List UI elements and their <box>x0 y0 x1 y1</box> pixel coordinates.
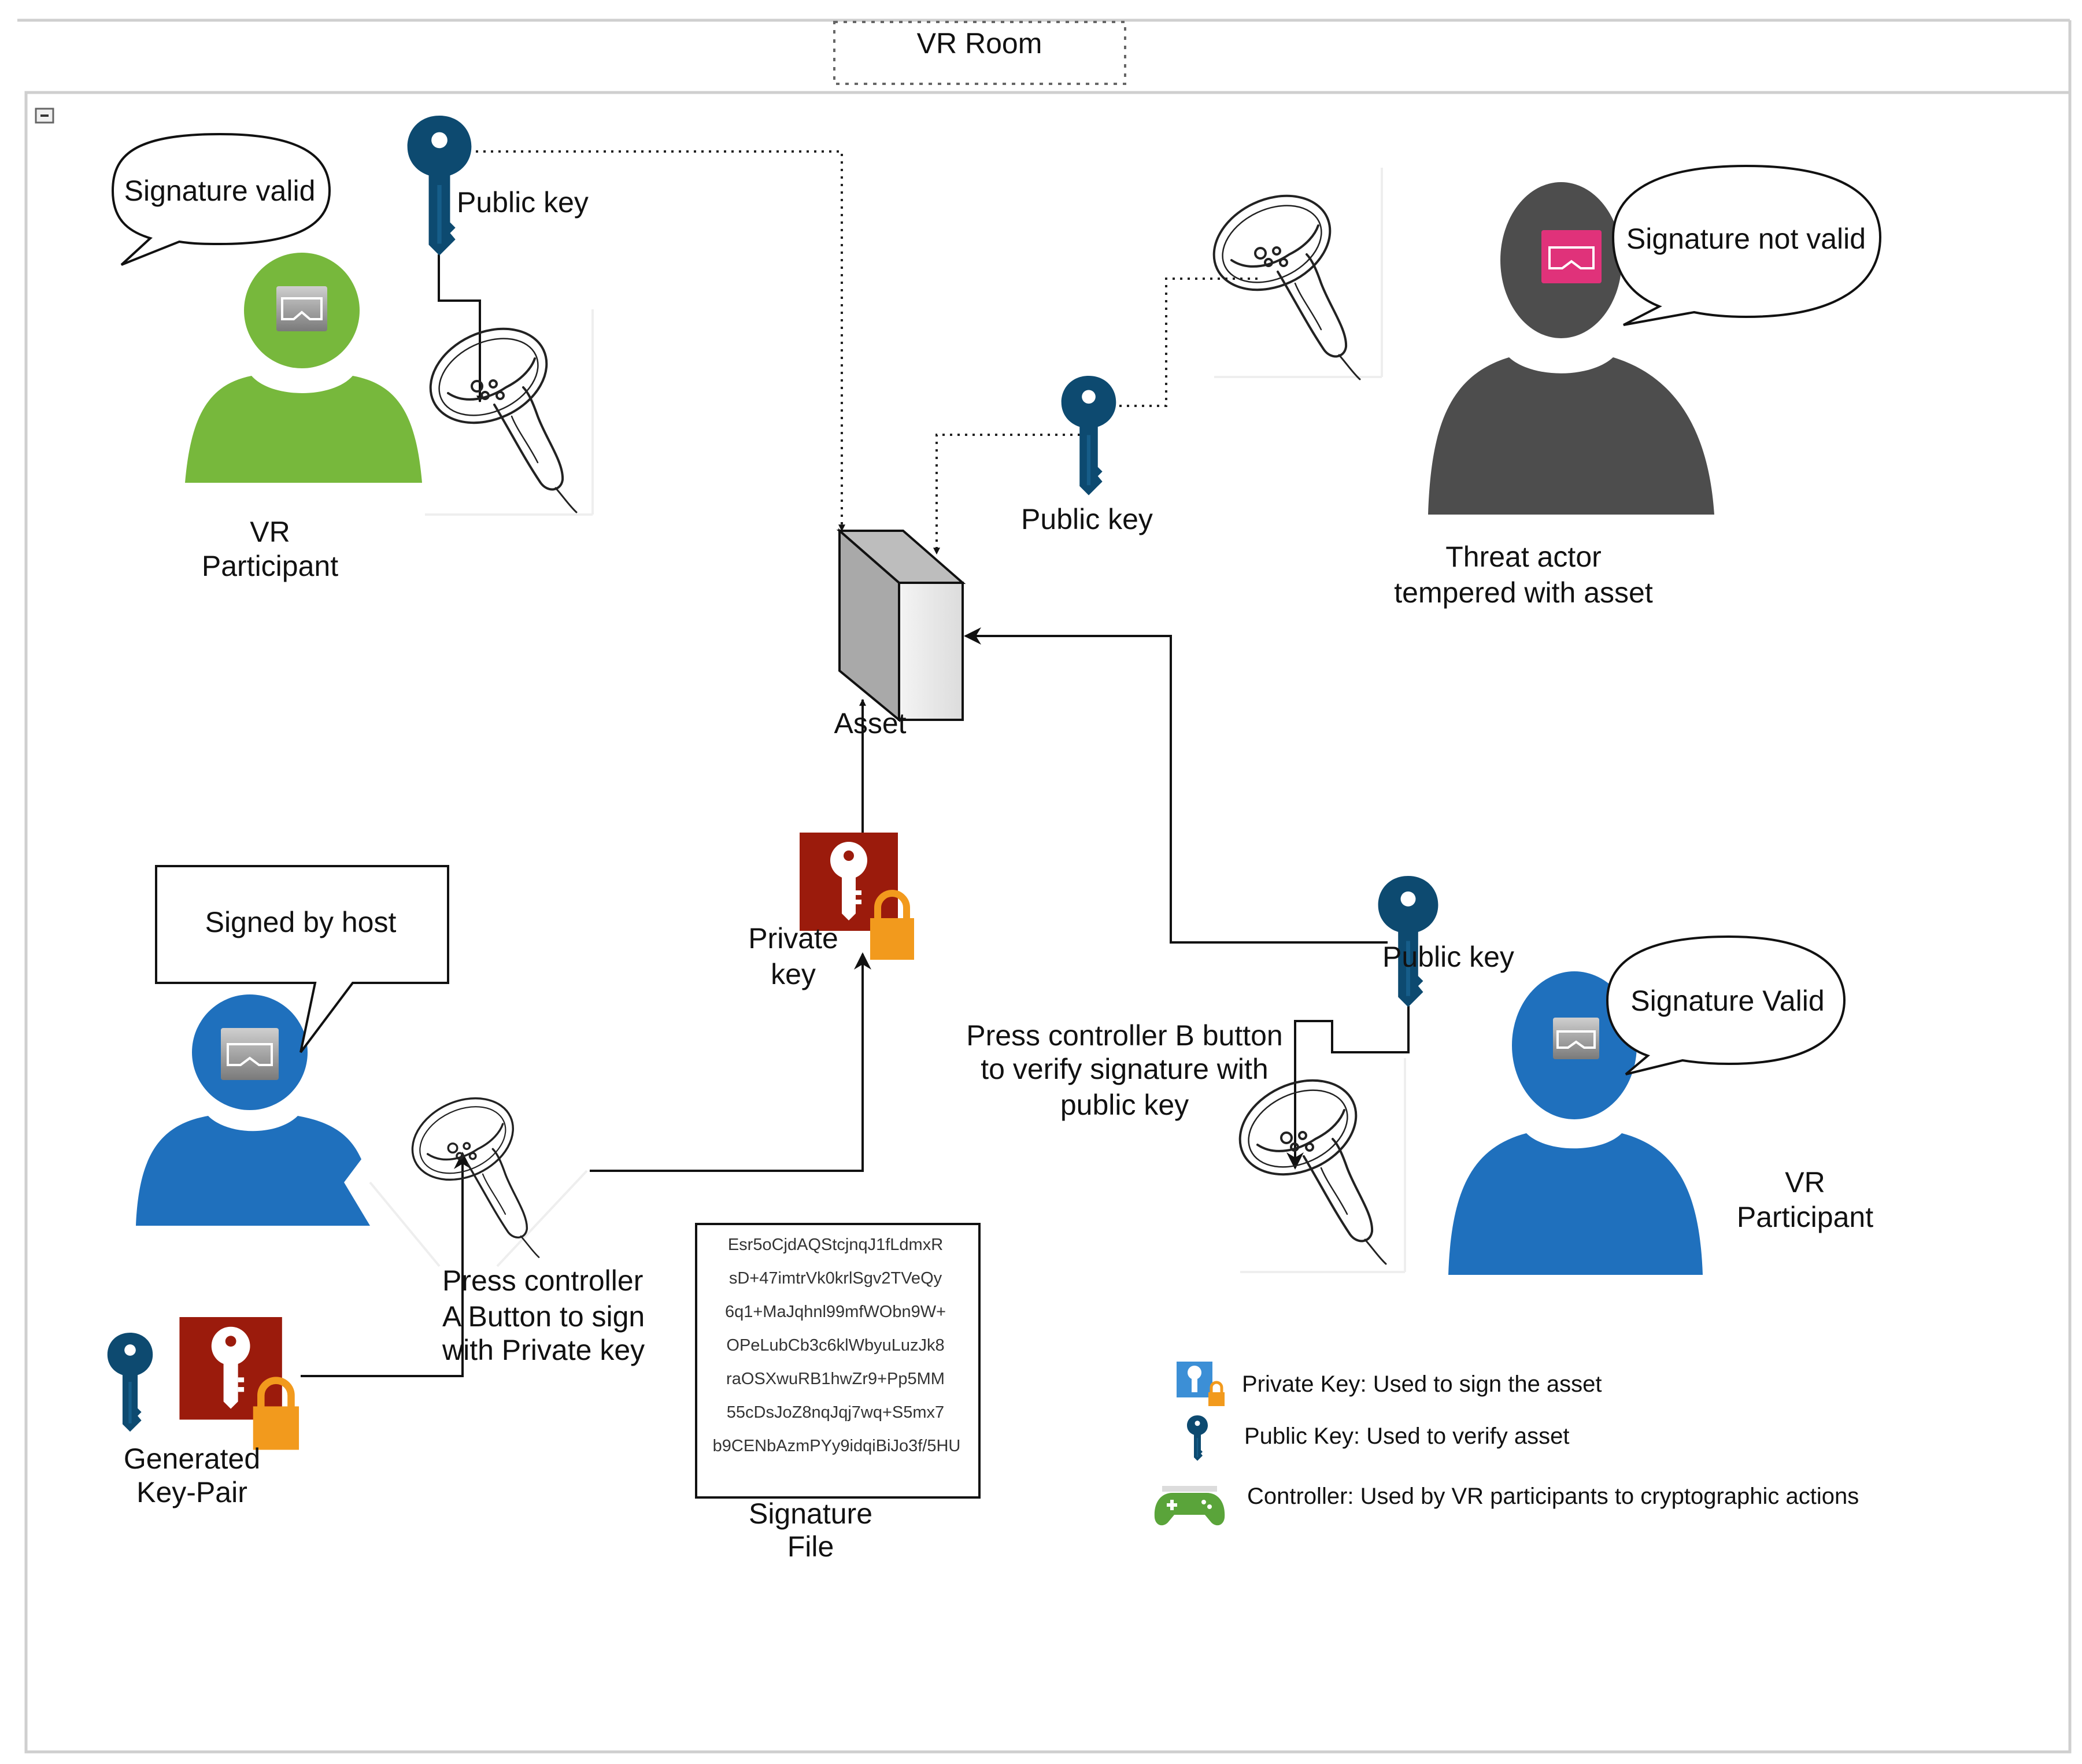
legend-controller-text: Controller: Used by VR participants to c… <box>1247 1484 1859 1509</box>
connector-top-key-to-controller <box>438 254 483 403</box>
legend-public-text: Public Key: Used to verify asset <box>1244 1423 1569 1449</box>
connector-keypair-to-controller <box>301 1152 471 1377</box>
legend-private-text: Private Key: Used to sign the asset <box>1242 1371 1602 1397</box>
vr-headset-icon <box>276 286 327 331</box>
participant-bottom-controller-icon <box>1223 1058 1406 1273</box>
signature-line: Esr5oCjdAQStcjnqJ1fLdmxR <box>728 1236 943 1254</box>
connector-threat-key-to-asset <box>933 434 1088 555</box>
host-bubble-text: Signed by host <box>205 906 397 938</box>
participant-bottom-instruction-line2: to verify signature with <box>981 1053 1268 1085</box>
threat-actor-bubble-text: Signature not valid <box>1626 223 1866 255</box>
participant-bottom-key-label: Public key <box>1382 941 1514 973</box>
participant-bottom-label-line2: Participant <box>1737 1201 1873 1233</box>
host-instruction-line2: A Button to sign <box>442 1300 645 1333</box>
signature-file-label-line2: File <box>787 1530 834 1563</box>
participant-top-label-line2: Participant <box>202 550 338 582</box>
connector-bottom-key-to-controller <box>1286 1006 1410 1170</box>
keypair-private-key-icon <box>179 1317 299 1450</box>
participant-bottom-bubble-text: Signature Valid <box>1630 985 1824 1017</box>
keypair-public-key-icon <box>107 1333 153 1432</box>
asset-label: Asset <box>834 707 906 739</box>
legend-public-key-icon <box>1187 1415 1208 1461</box>
legend-gamepad-icon <box>1154 1486 1225 1526</box>
participant-top-figure <box>185 253 422 483</box>
keypair-label-line1: Generated <box>124 1443 260 1475</box>
host-bubble: Signed by host <box>155 865 449 1053</box>
vr-headset-icon <box>1553 1018 1599 1059</box>
signature-line: 6q1+MaJqhnl99mfWObn9W+ <box>725 1303 946 1321</box>
threat-key-label: Public key <box>1021 503 1153 535</box>
participant-bottom-figure <box>1448 971 1703 1275</box>
threat-actor-figure <box>1428 182 1714 515</box>
connector-bottom-key-to-asset <box>964 627 1388 944</box>
participant-bottom-label-line1: VR <box>1785 1166 1825 1199</box>
vr-room-title-text: VR Room <box>917 27 1042 60</box>
participant-top-bubble-text: Signature valid <box>124 175 316 207</box>
participant-bottom-instruction-line1: Press controller B button <box>966 1019 1283 1052</box>
host-instruction-line3: with Private key <box>442 1334 645 1366</box>
legend: Private Key: Used to sign the asset Publ… <box>1154 1362 1859 1526</box>
participant-top-controller-icon <box>414 309 594 516</box>
participant-bottom-instruction-line3: public key <box>1060 1089 1189 1121</box>
keypair-label-line2: Key-Pair <box>136 1476 247 1508</box>
signature-line: raOSXwuRB1hwZr9+Pp5MM <box>726 1370 945 1388</box>
signature-line: b9CENbAzmPYy9idqiBiJo3f/5HU <box>713 1437 961 1455</box>
participant-top-label-line1: VR <box>250 516 290 548</box>
asset-cube-icon <box>836 528 966 723</box>
outer-frame <box>17 19 2072 1754</box>
host-instruction-line1: Press controller <box>442 1264 643 1297</box>
signature-file-label-line1: Signature <box>749 1497 872 1530</box>
threat-actor-controller-icon <box>1197 168 1383 380</box>
participant-top-bubble: Signature valid <box>111 132 331 266</box>
vr-room-title: VR Room <box>833 21 1126 85</box>
signature-line: sD+47imtrVk0krlSgv2TVeQy <box>729 1269 942 1288</box>
legend-private-key-icon <box>1177 1362 1225 1406</box>
connector-threat-controller-to-key <box>1088 278 1258 407</box>
signature-line: OPeLubCb3c6klWbyuLuzJk8 <box>726 1336 944 1355</box>
participant-top-public-key-icon <box>407 116 472 256</box>
threat-actor-label-line2: tempered with asset <box>1394 576 1653 609</box>
collapse-toggle-icon[interactable] <box>35 108 54 124</box>
private-key-label-line2: key <box>771 958 816 990</box>
participant-top-key-label: Public key <box>457 186 589 219</box>
vr-headset-icon <box>221 1028 279 1080</box>
threat-actor-bubble: Signature not valid <box>1611 164 1882 326</box>
host-controller-icon <box>369 1081 588 1267</box>
participant-bottom-bubble: Signature Valid <box>1606 935 1846 1075</box>
signature-line: 55cDsJoZ8nqJqj7wq+S5mx7 <box>727 1403 944 1422</box>
vr-headset-pink-icon <box>1541 230 1602 283</box>
threat-actor-label-line1: Threat actor <box>1445 541 1602 573</box>
signature-file-box: Esr5oCjdAQStcjnqJ1fLdmxR sD+47imtrVk0krl… <box>695 1223 981 1499</box>
host-figure <box>136 994 370 1226</box>
threat-key-icon <box>1061 376 1116 495</box>
private-key-label-line1: Private <box>748 922 838 955</box>
connector-host-controller-to-private-key <box>590 952 871 1172</box>
